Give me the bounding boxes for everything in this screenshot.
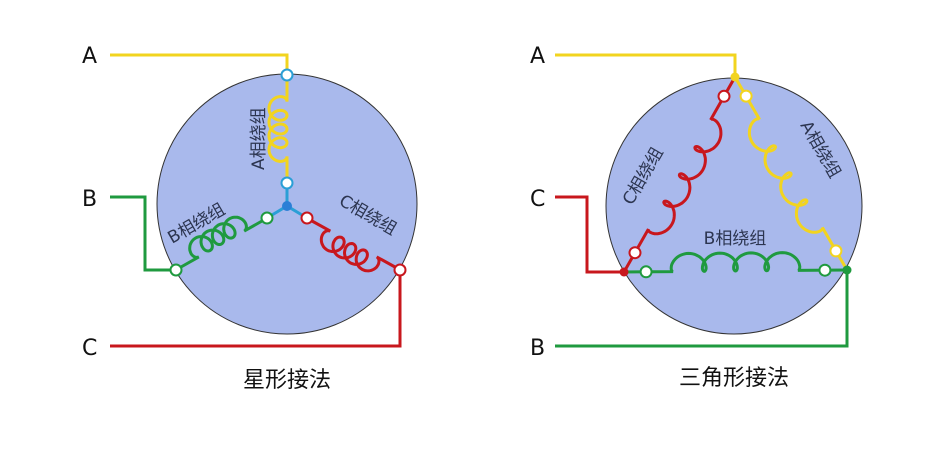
star-winding-b-coil bbox=[180, 215, 263, 269]
delta-label-c: C bbox=[530, 187, 545, 212]
star-wire-b bbox=[110, 195, 176, 272]
delta-wire-c bbox=[555, 195, 624, 274]
delta-title: 三角形接法 bbox=[679, 366, 789, 391]
star-label-a: A bbox=[82, 44, 97, 69]
delta-node-left bbox=[619, 267, 629, 277]
delta-node-top bbox=[730, 72, 740, 82]
star-terminal-b-outer bbox=[169, 263, 183, 277]
delta-winding-b-coil-terminal-1 bbox=[639, 265, 653, 279]
star-terminal-a-inner bbox=[280, 176, 294, 190]
star-winding-a-label: A相绕组 bbox=[249, 107, 269, 170]
star-terminal-c-inner bbox=[300, 211, 314, 225]
star-neutral-node bbox=[282, 201, 292, 211]
delta-label-b: B bbox=[530, 336, 545, 361]
delta-label-a: A bbox=[530, 44, 545, 69]
star-wire-c bbox=[110, 270, 402, 348]
star-connection: A B C A相绕组 B相绕组 C相绕组 星形接法 bbox=[82, 44, 418, 393]
star-terminal-a-outer bbox=[280, 68, 294, 82]
star-label-c: C bbox=[82, 336, 97, 361]
delta-wire-b bbox=[555, 270, 849, 348]
delta-winding-b-coil-terminal-2 bbox=[818, 263, 832, 277]
star-winding-a-coil bbox=[267, 80, 289, 178]
delta-winding-a-coil-terminal-2 bbox=[829, 244, 843, 258]
delta-winding-a-coil bbox=[733, 76, 849, 271]
star-title: 星形接法 bbox=[243, 368, 331, 393]
delta-winding-c-coil bbox=[622, 76, 737, 273]
delta-winding-c-coil-terminal-2 bbox=[628, 246, 642, 260]
delta-motor-circle bbox=[605, 77, 863, 335]
star-terminal-b-inner bbox=[260, 211, 274, 225]
delta-winding-b-coil bbox=[623, 251, 848, 274]
delta-node-right bbox=[842, 265, 852, 275]
delta-winding-a-coil-terminal-1 bbox=[739, 89, 753, 103]
star-wire-a bbox=[110, 53, 289, 75]
star-label-b: B bbox=[82, 187, 97, 212]
delta-winding-b-label: B相绕组 bbox=[704, 229, 767, 249]
star-terminal-c-outer bbox=[393, 263, 407, 277]
delta-connection: A C B C相绕组 A相绕组 B相绕组 三角形接法 bbox=[530, 44, 863, 391]
star-winding-c-coil bbox=[311, 219, 396, 273]
delta-winding-c-coil-terminal-1 bbox=[717, 89, 731, 103]
delta-wire-a bbox=[555, 53, 737, 77]
